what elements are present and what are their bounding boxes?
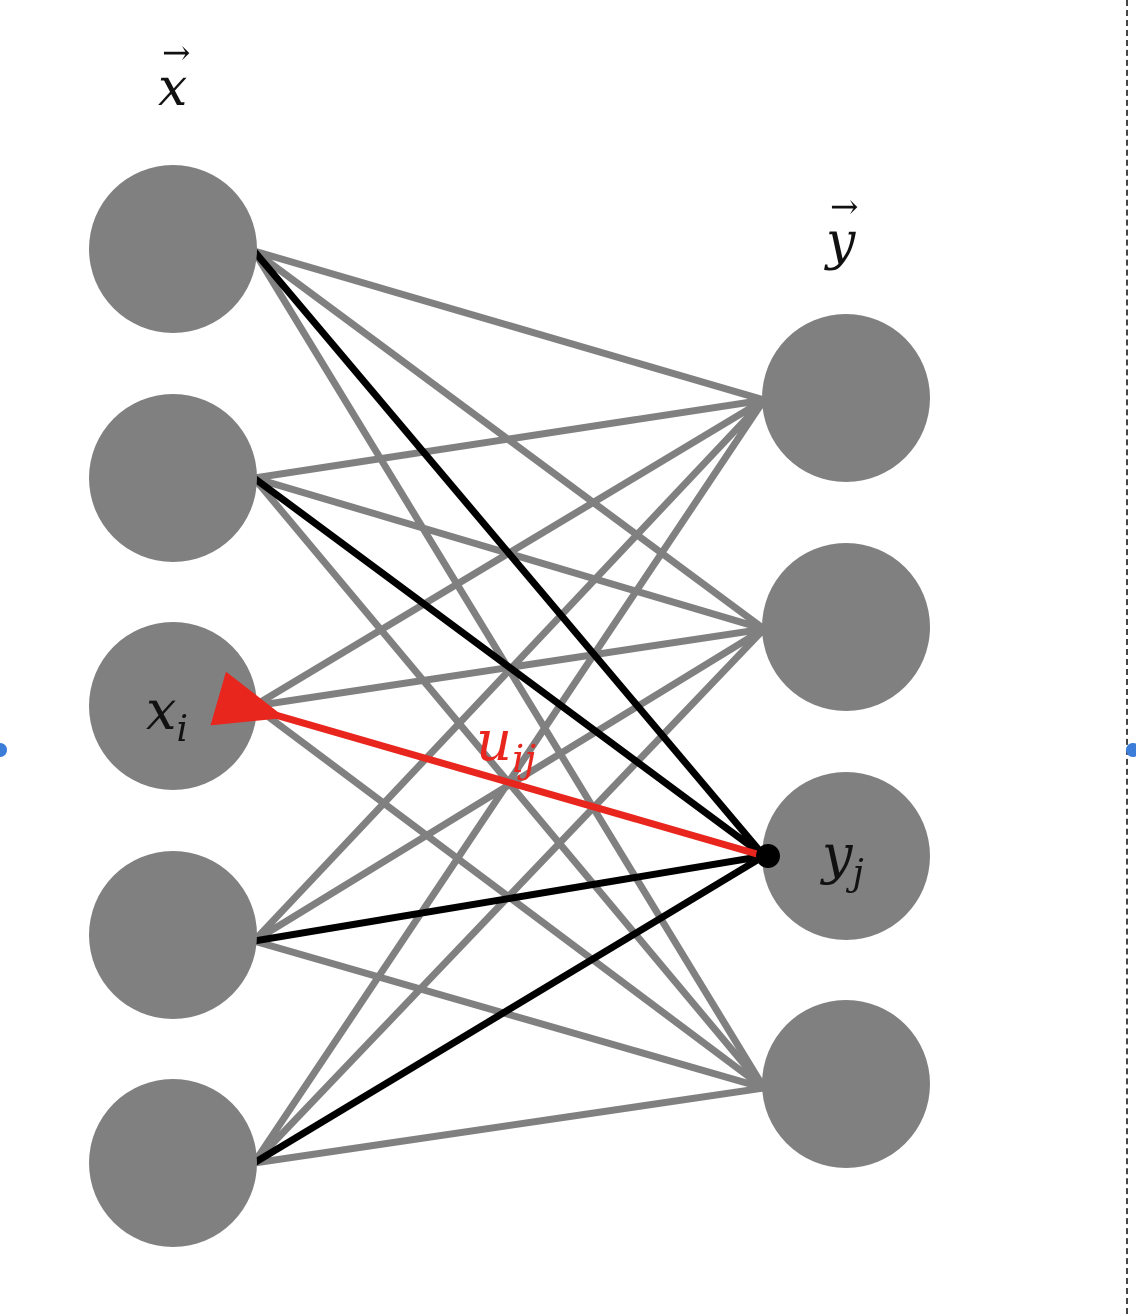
- input-node-2: [89, 394, 257, 562]
- input-node-3: [89, 622, 257, 790]
- output-node-3: [762, 772, 930, 940]
- highlighted-edges: [250, 247, 768, 1167]
- edge-x2-y1: [250, 396, 768, 482]
- highlight-edge-x4-y3: [250, 852, 768, 945]
- weight-label: uij: [476, 709, 537, 781]
- input-node-4: [89, 851, 257, 1019]
- weight-arrow-line: [210, 671, 768, 860]
- highlight-edge-x1-y3: [250, 247, 768, 860]
- right-resize-handle[interactable]: [1126, 743, 1136, 757]
- input-node-1: [89, 165, 257, 333]
- output-node-1: [762, 314, 930, 482]
- vector-arrow-icon: →: [162, 33, 191, 73]
- output-node-label: yj: [822, 823, 864, 894]
- weight-arrow: [210, 671, 780, 868]
- highlight-edge-x2-y3: [250, 474, 768, 860]
- edge-x4-y4: [250, 937, 768, 1092]
- highlight-edge-x5-y3: [250, 852, 768, 1167]
- input-node-5: [89, 1079, 257, 1247]
- output-vector-label: y→: [826, 187, 859, 272]
- network-nodes: [89, 165, 930, 1247]
- input-vector-label: x→: [158, 33, 191, 118]
- output-node-2: [762, 543, 930, 711]
- edge-x1-y1: [250, 247, 768, 404]
- selection-frame-border: [1126, 0, 1128, 1314]
- edge-x5-y4: [250, 1084, 768, 1167]
- input-node-label: xi: [146, 679, 188, 750]
- left-resize-handle[interactable]: [0, 743, 7, 757]
- output-node-4: [762, 1000, 930, 1168]
- vector-arrow-icon: →: [830, 187, 859, 227]
- connection-edges: [250, 247, 768, 1167]
- junction-dot: [756, 844, 780, 868]
